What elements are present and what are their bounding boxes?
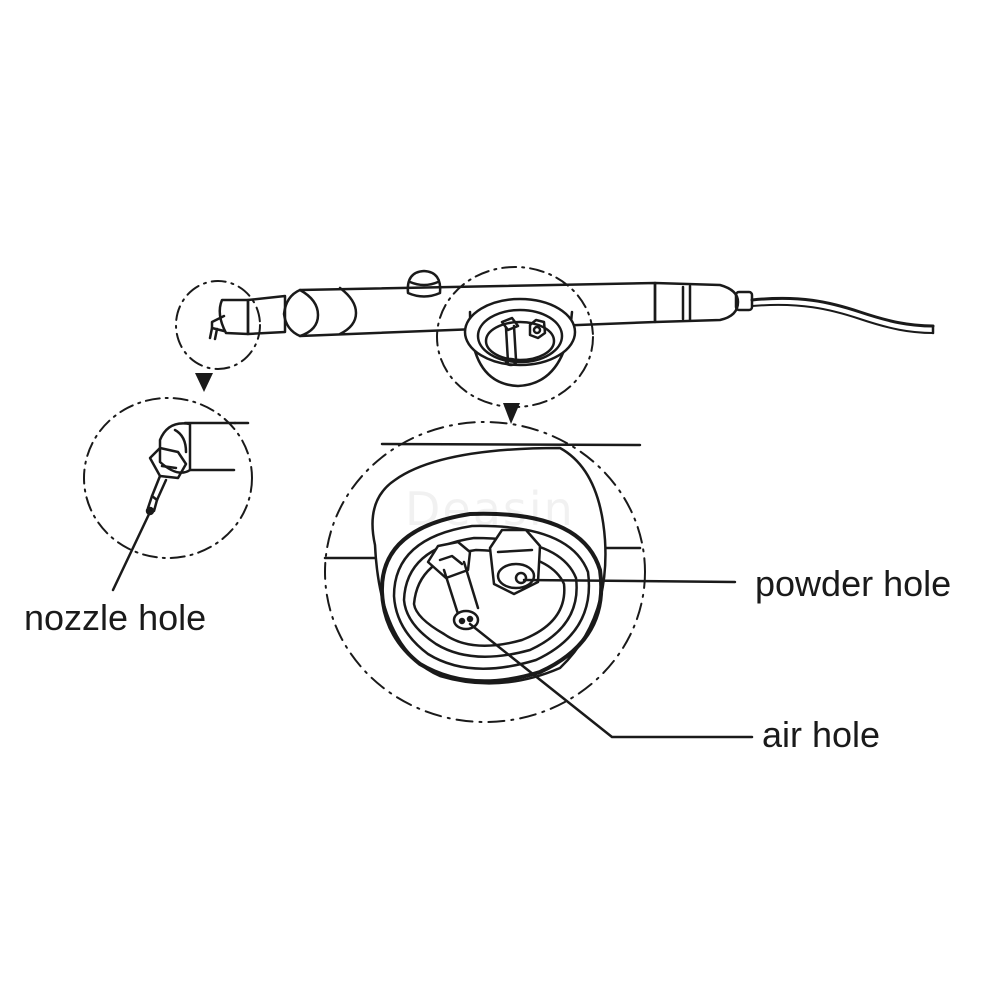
callout-nozzle-detail xyxy=(83,397,253,559)
powder-hole-point xyxy=(514,571,528,585)
label-nozzle-hole: nozzle hole xyxy=(24,597,207,638)
leader-powder xyxy=(522,578,737,584)
chamber-detail xyxy=(323,421,646,723)
leader-nozzle xyxy=(111,510,152,592)
trigger-button xyxy=(406,269,442,298)
air-hose xyxy=(750,296,935,328)
pointer-arrow-chamber xyxy=(503,403,520,424)
handpiece xyxy=(208,269,935,388)
leader-air xyxy=(468,622,754,739)
callout-chamber-detail xyxy=(324,421,646,723)
label-powder-hole: powder hole xyxy=(755,563,952,604)
pointer-arrow-nozzle xyxy=(195,373,213,392)
callout-nozzle-small xyxy=(175,280,261,370)
label-air-hole: air hole xyxy=(762,714,881,755)
nozzle-detail xyxy=(83,397,253,559)
watermark: Deasin xyxy=(405,482,575,536)
